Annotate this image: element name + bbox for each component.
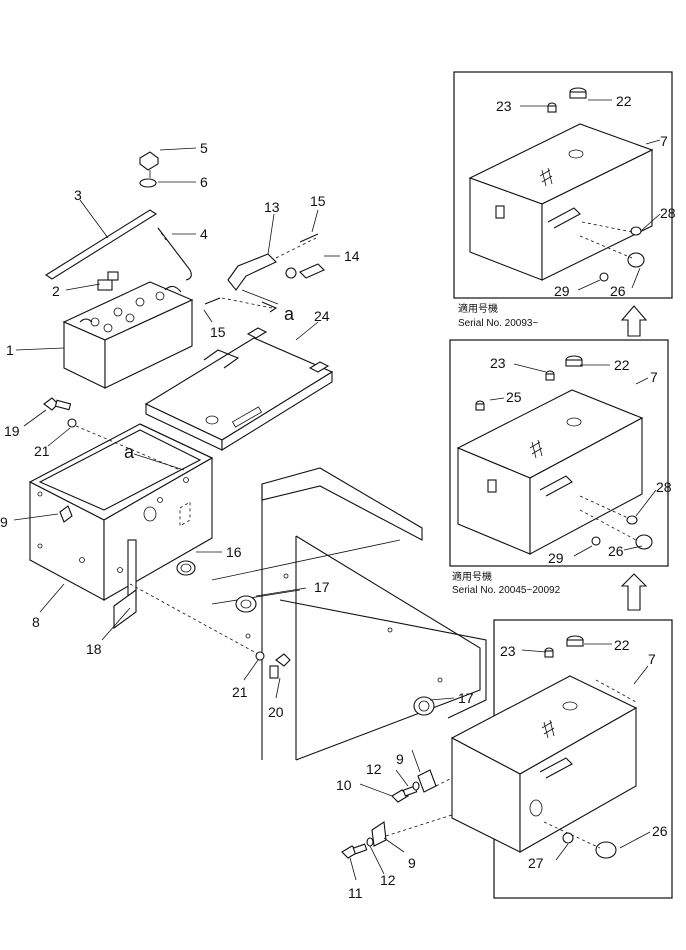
label-21-lower: 21 — [232, 684, 248, 700]
label-3: 3 — [74, 187, 82, 203]
nut-washer — [139, 151, 159, 188]
label-7-mid: 7 — [650, 369, 658, 385]
label-9-lower: 9 — [408, 855, 416, 871]
grommets — [176, 560, 435, 716]
battery — [62, 281, 194, 389]
label-2: 2 — [52, 283, 60, 299]
part-labels: 1 2 3 4 5 6 13 15 14 15 24 a a 19 21 9 8… — [0, 93, 676, 901]
label-29-mid: 29 — [548, 550, 564, 566]
label-5: 5 — [200, 140, 208, 156]
label-10: 10 — [336, 777, 352, 793]
applicable-note-2: 適用号機 — [452, 570, 492, 583]
label-15-bottom: 15 — [210, 324, 226, 340]
label-26-top: 26 — [610, 283, 626, 299]
label-14: 14 — [344, 248, 360, 264]
variant-box-bottom — [450, 619, 673, 899]
label-ref-a-box: a — [124, 442, 135, 462]
label-21-upper: 21 — [34, 443, 50, 459]
clamp-strap — [113, 539, 137, 630]
label-11: 11 — [348, 885, 363, 901]
label-12-lower: 12 — [380, 872, 396, 888]
label-6: 6 — [200, 174, 208, 190]
label-27: 27 — [528, 855, 544, 871]
label-24: 24 — [314, 308, 330, 324]
holder-bar — [44, 209, 158, 280]
label-25: 25 — [506, 389, 522, 405]
label-13: 13 — [264, 199, 280, 215]
variant-arrows — [620, 305, 648, 611]
serial-note-1: Serial No. 20093~ — [458, 318, 538, 329]
label-9-mid: 9 — [396, 751, 404, 767]
bolt-washer-upper — [43, 397, 181, 471]
label-26-bottom: 26 — [652, 823, 668, 839]
label-20: 20 — [268, 704, 284, 720]
label-28-mid: 28 — [656, 479, 672, 495]
label-28-top: 28 — [660, 205, 676, 221]
label-15-top: 15 — [310, 193, 326, 209]
label-18: 18 — [86, 641, 102, 657]
variant-box-middle — [449, 339, 669, 567]
label-22-bottom: 22 — [614, 637, 630, 653]
label-9-left: 9 — [0, 514, 8, 530]
leader-lines — [13, 99, 661, 881]
label-7-top: 7 — [660, 133, 668, 149]
battery-terminal — [97, 271, 119, 291]
hook-bolt — [157, 227, 192, 281]
label-29-top: 29 — [554, 283, 570, 299]
label-16: 16 — [226, 544, 242, 560]
variant-box-top — [453, 71, 673, 299]
label-17-upper: 17 — [314, 579, 330, 595]
label-23-bottom: 23 — [500, 643, 516, 659]
label-26-mid: 26 — [608, 543, 624, 559]
label-22-top: 22 — [616, 93, 632, 109]
bracket-rod — [204, 233, 325, 313]
serial-note-2: Serial No. 20045~20092 — [452, 585, 561, 596]
label-ref-a-top: a — [284, 304, 295, 324]
label-17-lower: 17 — [458, 690, 474, 706]
label-19: 19 — [4, 423, 20, 439]
battery-box-assembly — [28, 151, 487, 859]
label-23-mid: 23 — [490, 355, 506, 371]
label-7-bottom: 7 — [648, 651, 656, 667]
bolt-washer-lower — [129, 583, 291, 679]
label-8: 8 — [32, 614, 40, 630]
label-12-upper: 12 — [366, 761, 382, 777]
applicable-note-1: 適用号機 — [458, 302, 498, 315]
label-4: 4 — [200, 226, 208, 242]
battery-cover — [144, 327, 334, 451]
label-23-top: 23 — [496, 98, 512, 114]
label-22-mid: 22 — [614, 357, 630, 373]
chassis-frame — [211, 467, 487, 761]
label-1: 1 — [6, 342, 14, 358]
